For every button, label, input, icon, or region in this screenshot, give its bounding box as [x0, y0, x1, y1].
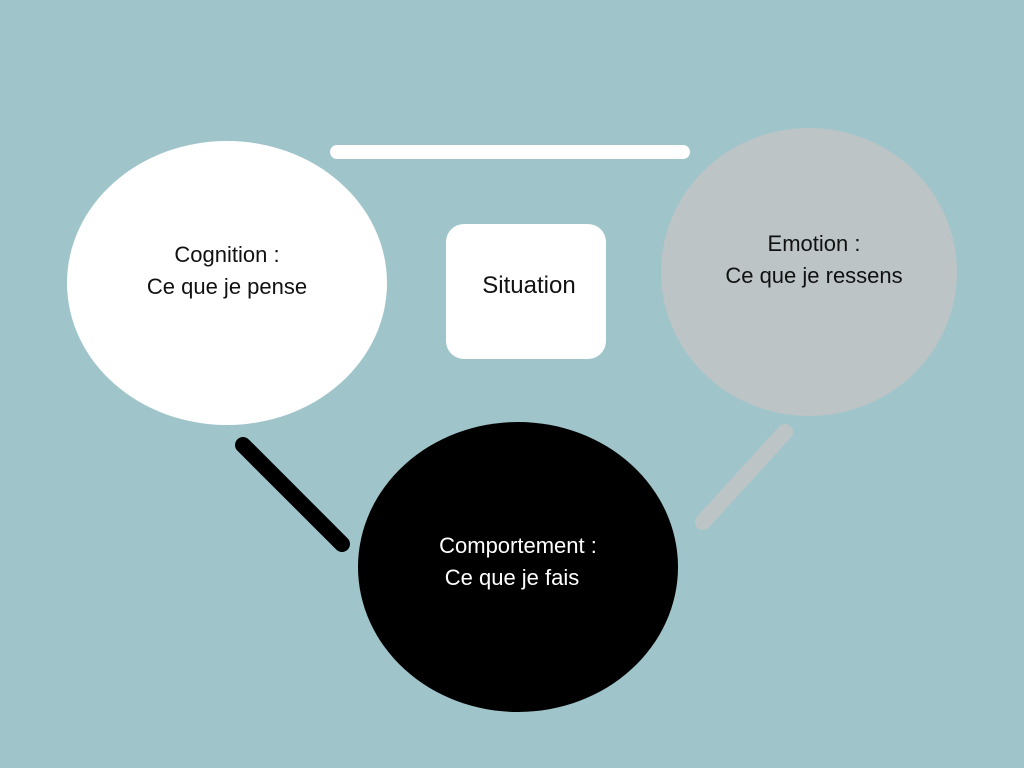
emotion-label: Emotion : Ce que je ressens	[689, 228, 939, 292]
situation-label: Situation	[482, 272, 576, 299]
cognition-subtitle: Ce que je pense	[146, 274, 308, 299]
emotion-circle	[661, 128, 957, 416]
connector-emotion-behavior	[695, 424, 793, 530]
behavior-title: Comportement :	[439, 533, 597, 558]
cognition-title: Cognition :	[174, 242, 280, 267]
behavior-circle	[358, 422, 678, 712]
emotion-title: Emotion :	[767, 231, 861, 256]
emotion-subtitle: Ce que je ressens	[725, 263, 903, 288]
cognition-label: Cognition : Ce que je pense	[107, 239, 347, 303]
cognition-circle	[67, 141, 387, 425]
connector-cognition-behavior	[235, 437, 350, 552]
behavior-label: Comportement : Ce que je fais	[398, 530, 638, 594]
behavior-subtitle: Ce que je fais	[444, 565, 580, 590]
situation-box	[446, 224, 606, 359]
